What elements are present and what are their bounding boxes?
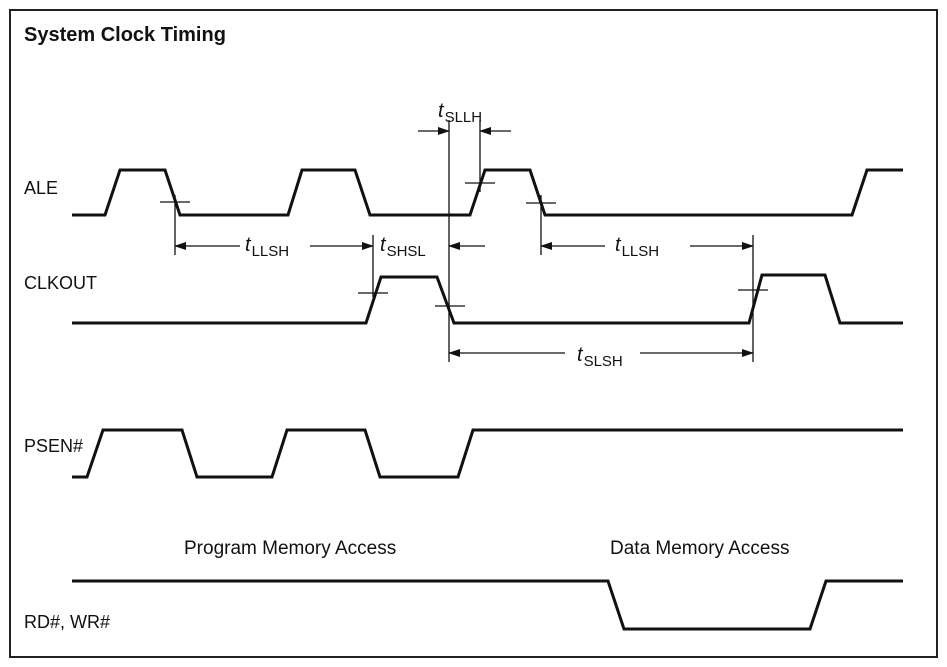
timing-label-tllsh-1: tLLSH	[245, 234, 290, 260]
timing-label-tsllh: tSLLH	[438, 100, 483, 126]
signal-label-clkout: CLKOUT	[24, 273, 98, 293]
waveform-psen	[72, 428, 903, 479]
signal-label-ale: ALE	[24, 178, 59, 198]
signal-label-rd-wr: RD#, WR#	[24, 612, 111, 632]
waveform-rd-wr	[72, 579, 903, 631]
section-label-data-memory-access: Data Memory Access	[610, 538, 790, 559]
timing-label-tshsl: tSHSL	[380, 234, 426, 260]
waveform-ale	[72, 168, 903, 217]
signal-label-psen: PSEN#	[24, 436, 84, 456]
timing-label-tslsh: tSLSH	[577, 344, 623, 370]
timing-label-tllsh-2: tLLSH	[615, 234, 660, 260]
waveform-clkout	[72, 273, 903, 325]
section-label-program-memory-access: Program Memory Access	[184, 538, 397, 559]
diagram-title: System Clock Timing	[24, 24, 226, 46]
diagram-frame	[9, 9, 938, 658]
